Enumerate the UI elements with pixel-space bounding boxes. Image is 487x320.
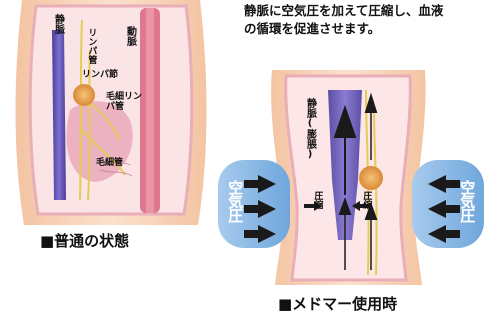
device-state-caption: ■メドマー使用時 <box>278 295 398 313</box>
label-air-pressure-left: 空気圧 <box>226 180 245 222</box>
normal-state-caption: ■普通の状態 <box>40 232 130 250</box>
compression-arrows <box>304 201 370 211</box>
device-state-illustration <box>218 70 484 285</box>
label-compression-right: 圧縮 <box>361 191 372 209</box>
device-lymph-node <box>359 166 383 190</box>
normal-vein <box>52 30 66 200</box>
air-cuff-right <box>412 160 484 248</box>
label-lymph-capillary: 毛細リンパ管 <box>106 92 143 113</box>
air-arrows-right <box>428 175 460 243</box>
label-capillary: 毛細管 <box>96 158 124 168</box>
air-arrows-left <box>244 175 276 243</box>
device-description: 静脈に空気圧を加えて圧縮し、血液の循環を促進させます。 <box>244 3 444 36</box>
label-lymph-vessel: リンパ管 <box>86 28 97 64</box>
label-artery: 動脈 <box>124 26 136 46</box>
normal-capillaries <box>99 159 133 177</box>
label-lymph-node: リンパ節 <box>82 70 119 80</box>
label-air-pressure-right: 空気圧 <box>458 180 477 222</box>
label-vein-dilated: 静脈(膨脹) <box>304 98 316 160</box>
normal-tissue-mass <box>66 101 133 182</box>
normal-state-illustration <box>15 0 207 225</box>
label-vein: 静脈 <box>52 14 64 34</box>
flow-arrows <box>333 92 378 270</box>
label-compression-left: 圧縮 <box>312 191 323 209</box>
normal-lymph-node <box>73 84 95 106</box>
